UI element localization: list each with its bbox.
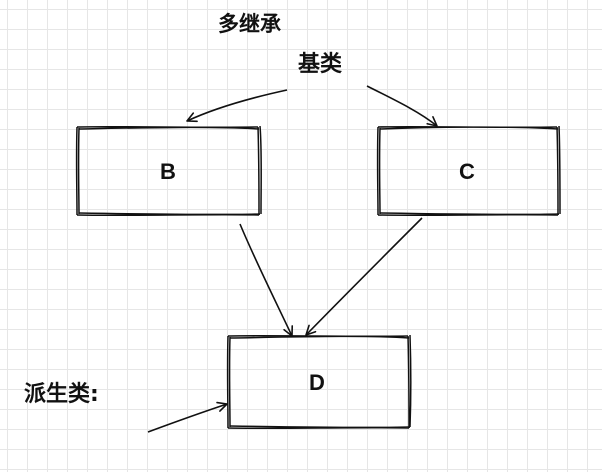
arrow-b-to-d (239, 223, 294, 337)
arrow-derived-to-d (147, 401, 228, 433)
box-d[interactable] (226, 334, 412, 430)
arrow-c-to-d (305, 217, 423, 336)
box-d-label: D (309, 370, 325, 395)
arrow-base-to-c (366, 85, 438, 127)
box-c-label: C (459, 159, 475, 184)
box-b-label: B (160, 159, 176, 184)
box-b[interactable] (75, 125, 262, 217)
derived-class-label: 派生类: (24, 382, 99, 407)
base-class-label: 基类 (298, 52, 343, 77)
box-c[interactable] (376, 125, 561, 217)
arrow-base-to-b (186, 89, 288, 123)
diagram-title: 多继承 (218, 12, 281, 36)
